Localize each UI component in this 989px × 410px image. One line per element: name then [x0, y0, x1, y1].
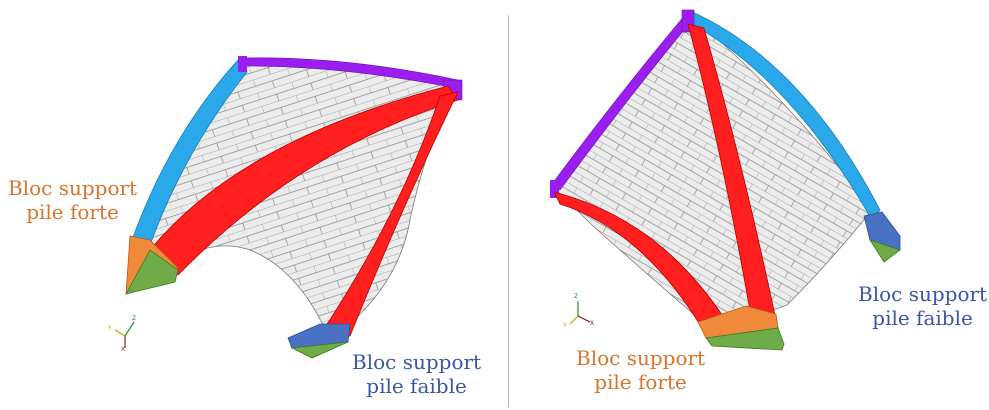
left-weak-support-green	[290, 341, 349, 359]
right-axis-triad	[569, 301, 591, 325]
left-axis-triad	[114, 321, 135, 348]
right-label-strong-support: Bloc support pile forte	[576, 346, 706, 394]
right-strong-support-green	[705, 327, 785, 351]
left-diagonal-rib	[149, 85, 459, 276]
right-triad-z-label: Z	[574, 293, 579, 300]
right-triad-x-label: X	[590, 320, 595, 327]
right-weak-support-green	[869, 239, 901, 263]
right-weak-support-blue	[863, 211, 901, 251]
panel-divider	[508, 15, 509, 407]
right-vault-view: Z Y X Bloc support pile faible Bloc supp…	[512, 0, 989, 410]
left-weak-support-blue	[287, 323, 351, 349]
left-triad-z-label: Z	[132, 315, 137, 322]
left-strong-support-green	[125, 249, 179, 295]
left-transverse-rib	[317, 91, 459, 339]
right-strong-support-orange	[697, 305, 779, 339]
right-left-corner	[550, 180, 559, 198]
right-label-weak-support: Bloc support pile faible	[858, 282, 988, 330]
left-vault-view: Z Y X Bloc support pile forte Bloc suppo…	[8, 56, 482, 398]
right-vault-drawing	[550, 9, 901, 351]
left-triad-x-label: X	[121, 346, 126, 353]
right-triad-y-label: Y	[563, 322, 567, 329]
left-top-corner	[238, 56, 247, 72]
left-label-strong-support: Bloc support pile forte	[8, 176, 138, 224]
left-triad-y-label: Y	[108, 325, 112, 332]
left-label-weak-support: Bloc support pile faible	[352, 350, 482, 398]
left-vault-drawing	[114, 56, 463, 359]
